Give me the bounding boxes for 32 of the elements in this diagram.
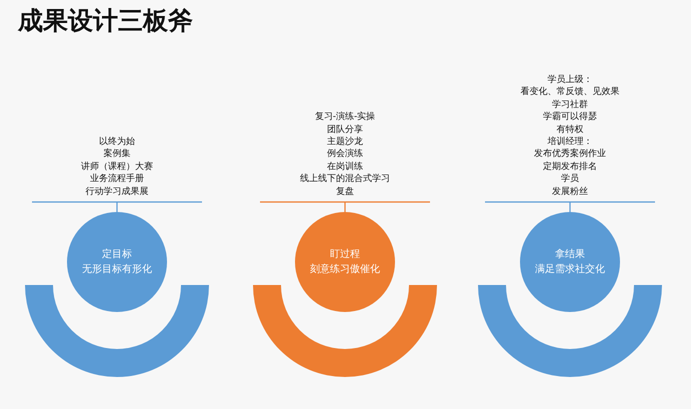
list-item: 定期发布排名 bbox=[542, 160, 598, 174]
list-item: 线上线下的混合式学习 bbox=[299, 173, 391, 186]
list-item: 发布优秀案例作业 bbox=[533, 148, 607, 161]
node-text: 定目标 bbox=[102, 248, 132, 262]
list-item: 培训经理： bbox=[546, 136, 594, 148]
page-title: 成果设计三板斧 bbox=[18, 5, 193, 37]
list-item: 主题沙龙 bbox=[326, 136, 364, 148]
list-item: 发展粉丝 bbox=[551, 186, 589, 198]
list-item: 例会演练 bbox=[326, 148, 364, 161]
list-item: 复习-演练-实操 bbox=[314, 111, 376, 124]
node-text: 刻意练习傲催化 bbox=[310, 262, 380, 277]
node-text: 拿结果 bbox=[555, 248, 585, 262]
node-text: 盯过程 bbox=[330, 248, 360, 262]
list-item: 学霸可以得瑟 bbox=[542, 111, 598, 124]
list-item: 以终为始 bbox=[98, 136, 136, 148]
list-item: 复盘 bbox=[335, 186, 355, 198]
list-item: 学习社群 bbox=[551, 98, 589, 112]
half-ring bbox=[478, 285, 662, 377]
list-item: 在岗训练 bbox=[326, 160, 364, 174]
list-item: 看变化、常反馈、见效果 bbox=[520, 86, 620, 99]
list-item: 学员 bbox=[560, 173, 580, 186]
list-item: 团队分享 bbox=[326, 124, 364, 136]
node-text: 满足需求社交化 bbox=[535, 262, 605, 277]
list-item: 学员上级： bbox=[546, 74, 594, 86]
list-item: 讲师（课程）大赛 bbox=[80, 160, 154, 174]
list-item: 案例集 bbox=[102, 148, 132, 161]
node-text: 无形目标有形化 bbox=[82, 262, 152, 277]
list-item: 业务流程手册 bbox=[89, 173, 145, 186]
list-item: 有特权 bbox=[556, 124, 584, 136]
half-ring bbox=[25, 285, 209, 377]
half-ring bbox=[253, 285, 437, 377]
list-item: 行动学习成果展 bbox=[84, 186, 150, 198]
